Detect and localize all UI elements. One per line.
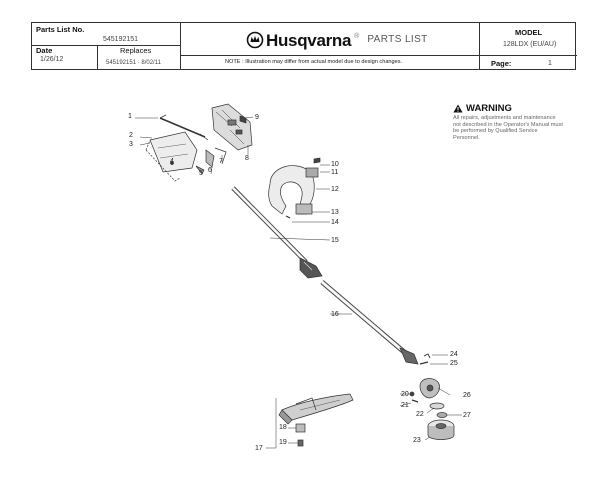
- throttle-handle-group: [135, 103, 254, 182]
- callout-18: 18: [279, 424, 287, 431]
- callout-25: 25: [450, 360, 458, 367]
- callout-19: 19: [279, 439, 287, 446]
- callout-21: 21: [401, 402, 409, 409]
- parts-list-no-value: 545192151: [103, 36, 139, 43]
- lower-shaft: [320, 280, 419, 365]
- parts-list-no-label: Parts List No.: [36, 25, 85, 34]
- gear-head-group: [399, 353, 462, 441]
- husqvarna-crown-icon: [246, 31, 264, 49]
- page-value: 1: [548, 60, 552, 67]
- brand-logo: Husqvarna ® PARTS LIST: [246, 31, 428, 49]
- loop-handle-group: [268, 157, 330, 223]
- date-value: 1/26/12: [40, 56, 64, 63]
- callout-9: 9: [255, 114, 259, 121]
- callout-7: 7: [219, 158, 223, 165]
- callout-6: 6: [208, 167, 212, 174]
- warning-title: WARNING: [453, 103, 563, 114]
- header-divider: [180, 55, 479, 56]
- callout-5: 5: [199, 170, 203, 177]
- callout-22: 22: [416, 411, 424, 418]
- callout-3: 3: [129, 141, 133, 148]
- guard-group: [266, 393, 354, 449]
- model-value: 128LDX (EU/AU): [503, 41, 557, 48]
- date-label: Date: [36, 46, 53, 55]
- parts-list-header: Parts List No. 545192151 Date 1/26/12 Re…: [31, 22, 577, 70]
- callout-17: 17: [255, 445, 263, 452]
- illustration-note: NOTE : Illustration may differ from actu…: [225, 59, 403, 65]
- callout-10: 10: [331, 161, 339, 168]
- callout-12: 12: [331, 186, 339, 193]
- upper-shaft: [231, 186, 331, 279]
- warning-block: WARNING All repairs, adjustments and mai…: [453, 103, 563, 141]
- doc-title: PARTS LIST: [367, 34, 428, 45]
- callout-23: 23: [413, 437, 421, 444]
- callout-14: 14: [331, 219, 339, 226]
- registered-mark: ®: [354, 32, 360, 40]
- callout-2: 2: [129, 132, 133, 139]
- page-label: Page:: [491, 59, 512, 68]
- header-divider: [97, 45, 98, 69]
- callout-15: 15: [331, 237, 339, 244]
- callout-8: 8: [245, 155, 249, 162]
- callout-27: 27: [463, 412, 471, 419]
- callout-26: 26: [463, 392, 471, 399]
- warning-triangle-icon: [453, 104, 463, 113]
- warning-title-text: WARNING: [466, 103, 512, 114]
- header-divider: [32, 45, 180, 46]
- callout-24: 24: [450, 351, 458, 358]
- callout-13: 13: [331, 209, 339, 216]
- header-divider: [479, 23, 480, 69]
- brand-name: Husqvarna: [266, 30, 352, 50]
- replaces-label: Replaces: [120, 46, 152, 55]
- callout-20: 20: [401, 391, 409, 398]
- model-label: MODEL: [515, 28, 543, 37]
- callout-1: 1: [128, 113, 132, 120]
- callout-16: 16: [331, 311, 339, 318]
- replaces-value: 545192151 · 8/02/11: [106, 60, 161, 66]
- callout-4: 4: [170, 158, 174, 165]
- header-divider: [180, 23, 181, 69]
- warning-text: All repairs, adjustments and maintenance…: [453, 115, 563, 141]
- callout-11: 11: [331, 169, 339, 176]
- header-divider: [479, 55, 577, 56]
